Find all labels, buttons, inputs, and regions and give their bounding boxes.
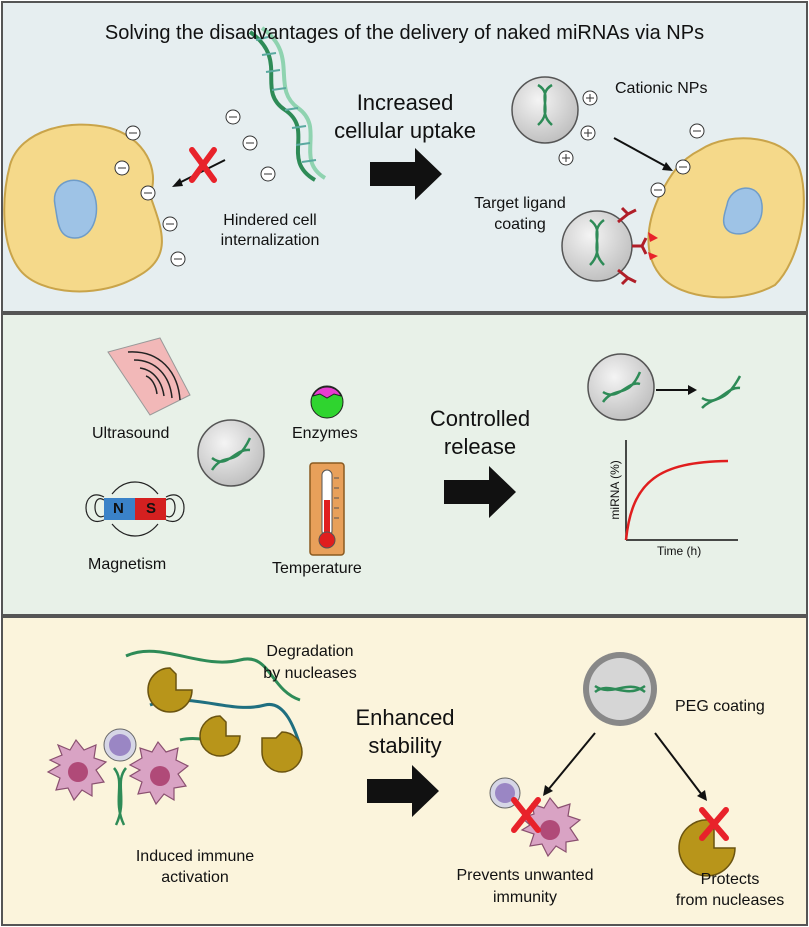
target-ligands	[617, 206, 648, 286]
cationic-np	[511, 76, 579, 144]
chart-ylabel: miRNA (%)	[608, 460, 623, 520]
figure-title: Solving the disadvantages of the deliver…	[104, 22, 705, 44]
release-heading-line1: Controlled	[429, 406, 531, 431]
peg-coating-label: PEG coating	[675, 698, 765, 715]
cell-receptors	[648, 232, 658, 260]
temperature-label: Temperature	[272, 560, 362, 577]
red-cross-icon	[189, 147, 217, 183]
prevents-label-line1: Prevents unwanted	[456, 867, 594, 884]
naked-mirna-dna	[248, 26, 327, 182]
release-np	[197, 419, 265, 487]
hindered-label-line2: internalization	[220, 232, 320, 249]
branch-arrows	[543, 732, 707, 801]
chart-xlabel: Time (h)	[657, 544, 702, 558]
immune-cells	[46, 728, 190, 826]
magnet-s-label: S	[146, 500, 157, 517]
ultrasound-waves-icon	[107, 337, 191, 416]
degradation-label-line2: by nucleases	[263, 665, 357, 682]
release-arrow	[656, 385, 697, 395]
protects-label-line2: from nucleases	[675, 892, 785, 909]
blocked-immune-cell	[489, 777, 582, 858]
degradation-label-line1: Degradation	[266, 643, 354, 660]
negative-charges-left	[114, 125, 186, 267]
big-arrow-stability	[367, 765, 439, 817]
big-arrow-uptake	[370, 148, 442, 200]
stability-heading-line1: Enhanced	[355, 705, 455, 730]
releasing-np	[587, 353, 655, 421]
immune-label-line1: Induced immune	[135, 848, 255, 865]
magnetism-label: Magnetism	[88, 556, 167, 573]
magnet-n-label: N	[113, 500, 124, 517]
magnet-icon	[85, 481, 185, 537]
negative-charges-dna	[225, 109, 276, 182]
cell-right	[647, 137, 805, 299]
cell-left	[3, 123, 163, 293]
free-mirna	[701, 375, 742, 409]
ligand-coated-np	[561, 210, 633, 282]
immune-label-line2: activation	[161, 869, 229, 886]
thermometer-icon	[309, 462, 345, 556]
hindered-label-line1: Hindered cell	[223, 212, 317, 229]
release-heading-line2: release	[443, 434, 517, 459]
enzyme-icon	[310, 385, 344, 419]
protects-label-line1: Protects	[700, 871, 760, 888]
ultrasound-label: Ultrasound	[92, 425, 170, 442]
nuclease-enzymes	[147, 667, 303, 773]
peg-coated-np	[583, 652, 657, 726]
release-curve-plot	[624, 440, 738, 541]
uptake-heading-line1: Increased	[356, 90, 454, 115]
uptake-heading-line2: cellular uptake	[334, 118, 476, 143]
prevents-label-line2: immunity	[492, 889, 557, 906]
big-arrow-release	[444, 466, 516, 518]
np-to-cell-arrow	[613, 137, 673, 171]
target-ligand-label-line1: Target ligand	[474, 195, 566, 212]
panel-stability	[1, 616, 808, 926]
positive-charges	[558, 90, 598, 166]
enzymes-label: Enzymes	[292, 425, 358, 442]
negative-charges-right	[650, 123, 705, 198]
cationic-np-label: Cationic NPs	[615, 80, 708, 97]
blocked-nuclease	[678, 807, 736, 877]
stability-heading-line2: stability	[368, 733, 442, 758]
target-ligand-label-line2: coating	[494, 216, 546, 233]
